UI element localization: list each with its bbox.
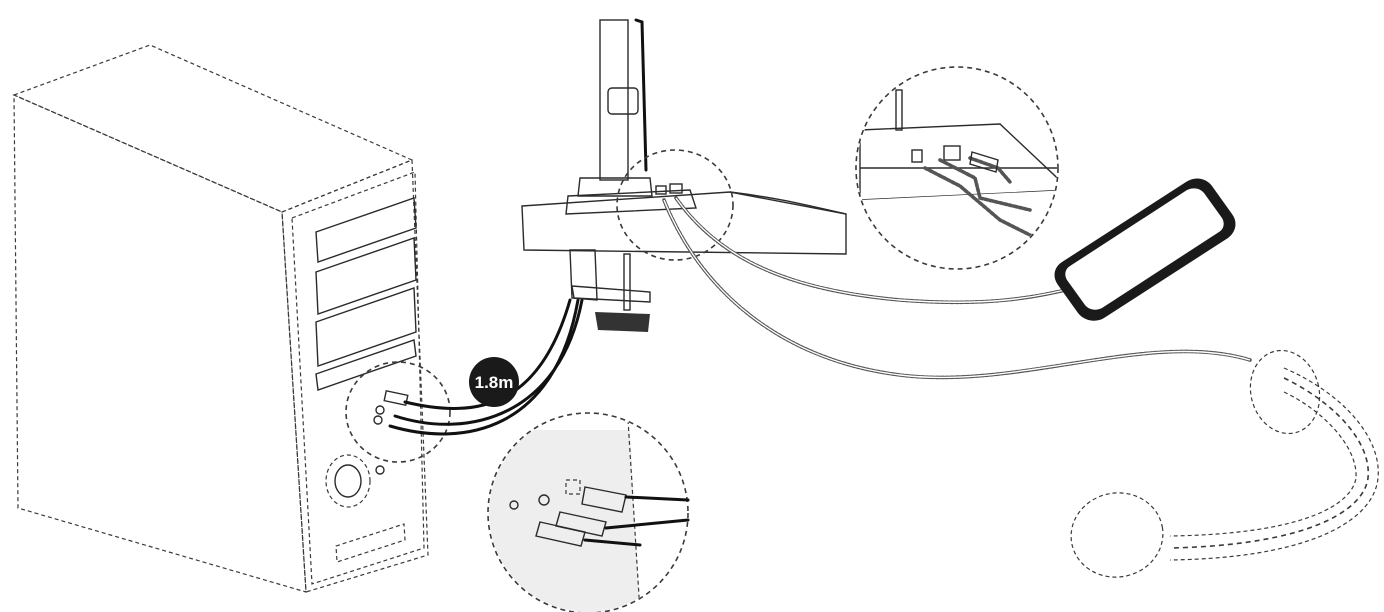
- headphones-icon: [1070, 349, 1379, 578]
- cable-length-label: 1.8m: [475, 373, 514, 392]
- pc-tower-icon: [12, 44, 451, 593]
- tower-port-zoom: [487, 412, 690, 612]
- clamp-port-zoom: [855, 66, 1059, 270]
- cable-length-badge: 1.8m: [469, 357, 519, 407]
- desk-clamp-icon: [521, 18, 847, 332]
- device-cables: [662, 196, 1252, 380]
- smartphone-icon: [1054, 178, 1236, 321]
